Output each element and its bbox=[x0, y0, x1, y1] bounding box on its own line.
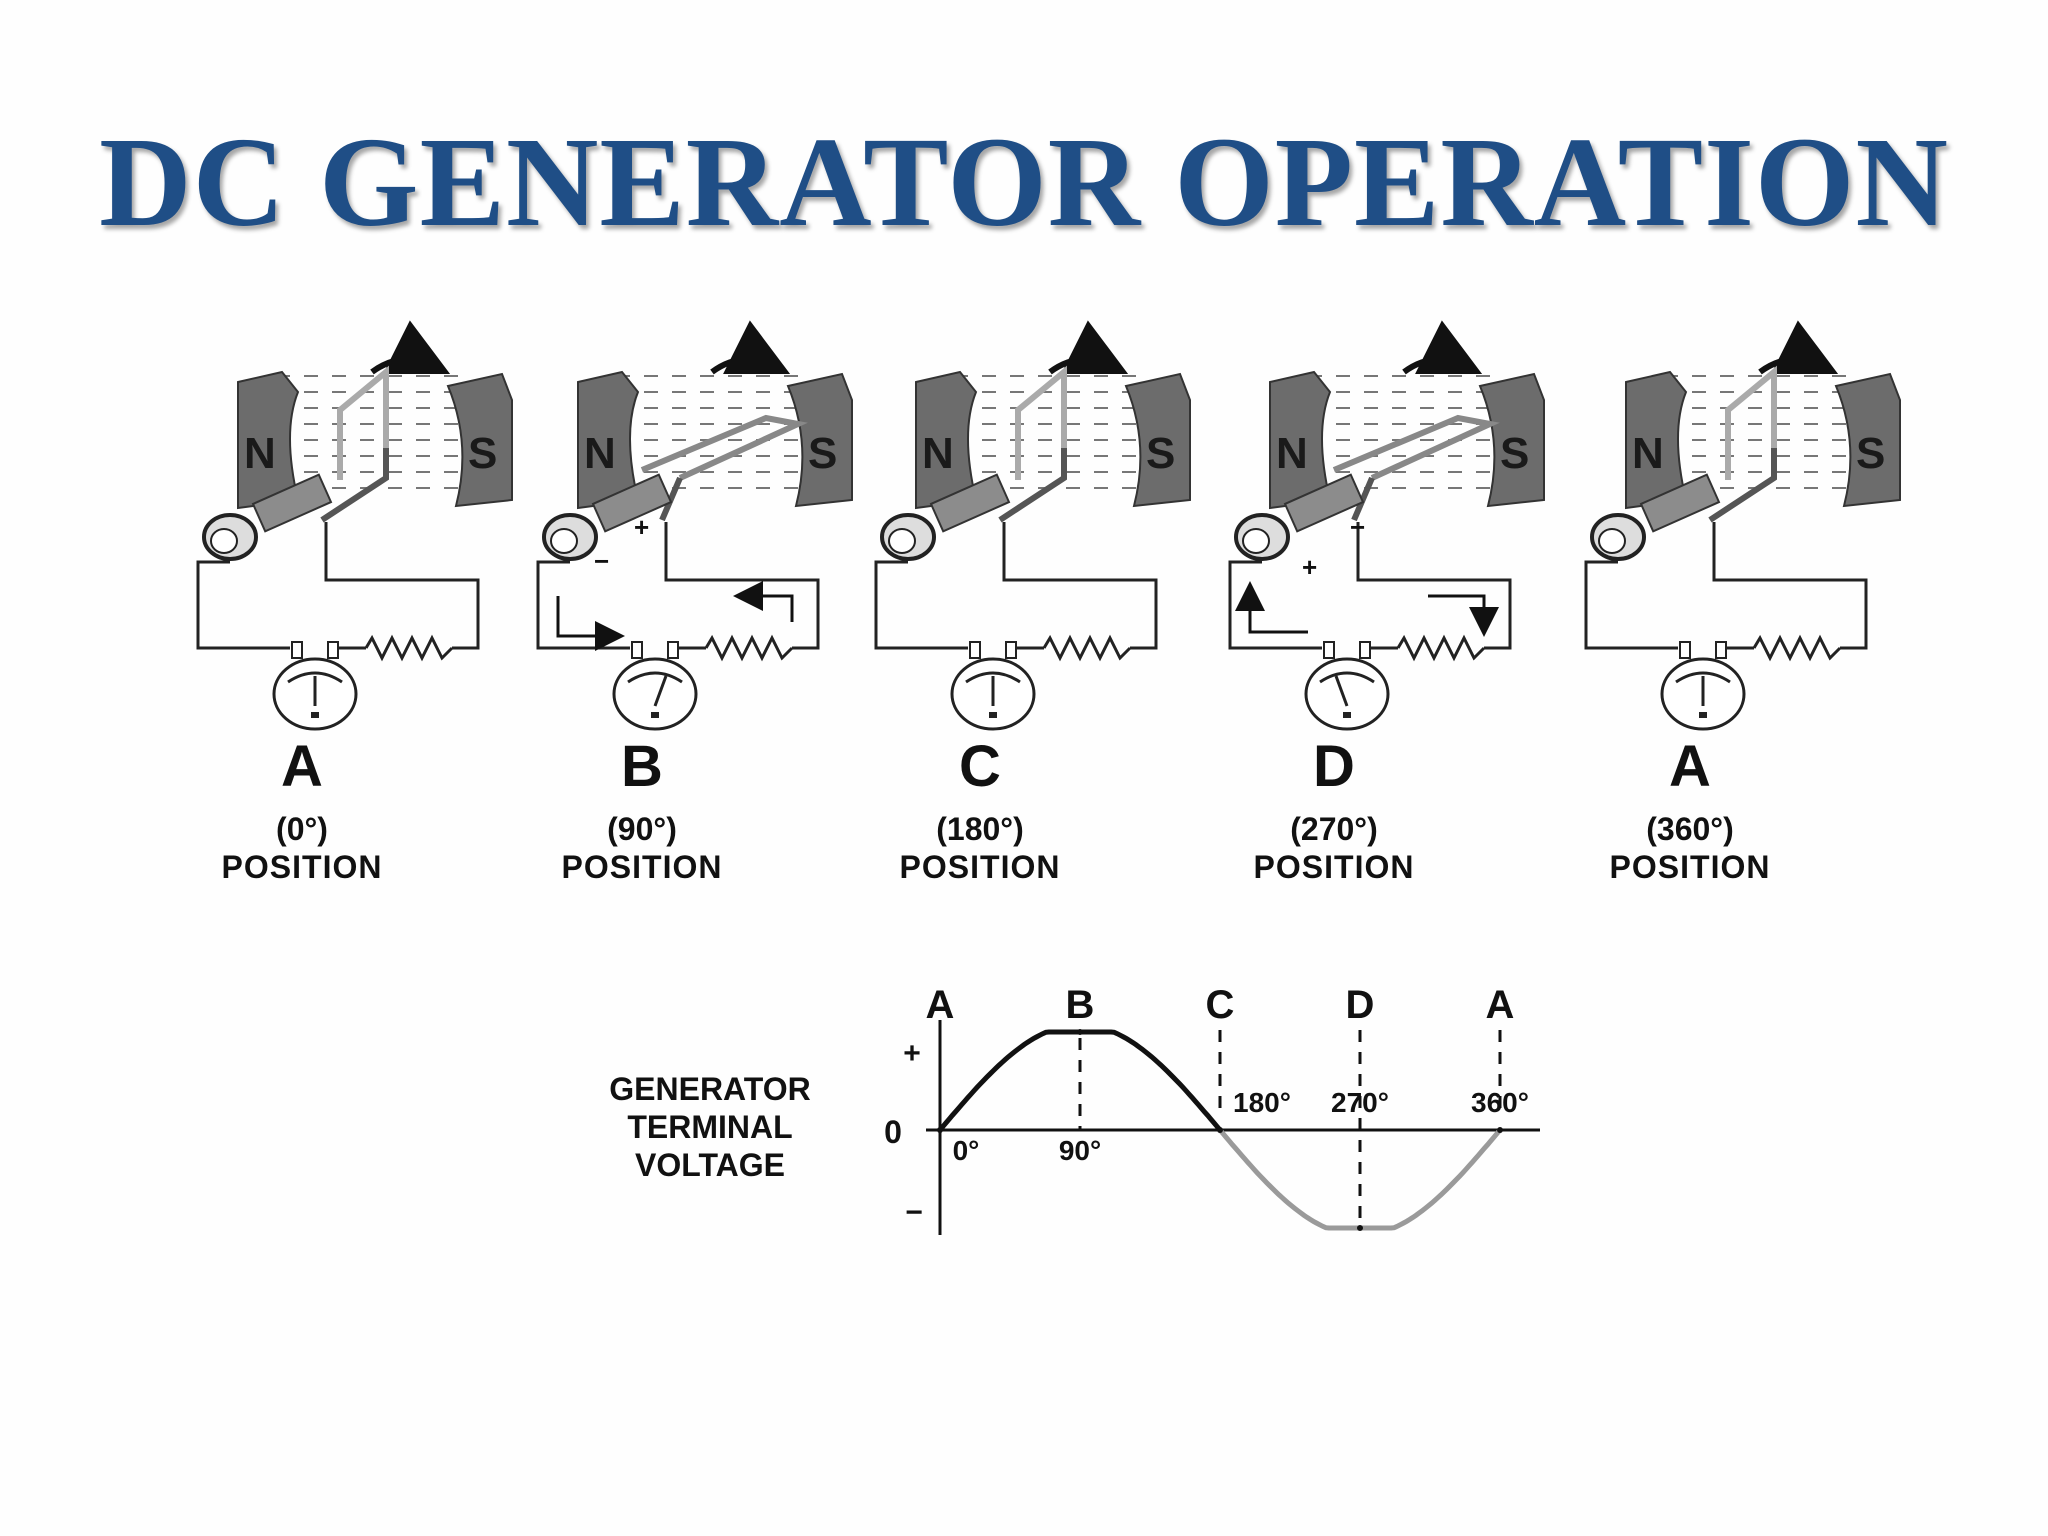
south-pole-magnet bbox=[1478, 372, 1545, 508]
voltage-data-point bbox=[1497, 1127, 1503, 1133]
voltmeter-icon bbox=[1304, 641, 1390, 731]
north-pole-label: N bbox=[1632, 429, 1664, 478]
position-letter: B bbox=[621, 734, 663, 799]
graph-angle-label: 0° bbox=[953, 1135, 980, 1166]
position-letter: D bbox=[1313, 734, 1355, 799]
resistor-icon bbox=[1042, 634, 1132, 662]
position-angle: (90°) bbox=[607, 811, 677, 847]
generator-panel-5: N S A (360°)POSITION bbox=[1584, 320, 1901, 885]
south-pole-magnet bbox=[1124, 372, 1191, 508]
external-circuit bbox=[1584, 522, 1868, 650]
slide-title: DC GENERATOR OPERATION bbox=[99, 111, 1949, 253]
armature-loop bbox=[1725, 365, 1777, 480]
armature-loop bbox=[1015, 365, 1067, 480]
current-arrow-icon bbox=[733, 581, 794, 622]
resistor-icon bbox=[1396, 634, 1486, 662]
magnetic-field bbox=[1658, 375, 1848, 495]
graph-angle-label: 360° bbox=[1471, 1087, 1529, 1118]
voltmeter-icon bbox=[1660, 641, 1746, 731]
external-circuit bbox=[1228, 522, 1512, 650]
magnetic-field bbox=[948, 375, 1138, 495]
south-pole-magnet bbox=[1834, 372, 1901, 508]
plus-sign: + bbox=[634, 512, 649, 542]
rotation-arrow-icon bbox=[1758, 320, 1839, 375]
voltage-data-point bbox=[1077, 1029, 1083, 1035]
rotation-arrow-icon bbox=[370, 320, 451, 375]
generator-panel-1: N S A (0°)POSITION bbox=[196, 320, 513, 885]
rotation-arrow-icon bbox=[1402, 320, 1483, 375]
resistor-icon bbox=[1752, 634, 1842, 662]
graph-angle-label: 180° bbox=[1233, 1087, 1291, 1118]
south-pole-label: S bbox=[1500, 429, 1529, 478]
voltage-data-point bbox=[937, 1127, 943, 1133]
south-pole-label: S bbox=[468, 429, 497, 478]
graph-position-letter: B bbox=[1066, 983, 1095, 1027]
shaft bbox=[251, 473, 333, 533]
north-pole-label: N bbox=[244, 429, 276, 478]
voltmeter-icon bbox=[950, 641, 1036, 731]
position-label: POSITION bbox=[900, 849, 1061, 885]
position-label: POSITION bbox=[1610, 849, 1771, 885]
voltage-data-point bbox=[1217, 1127, 1223, 1133]
south-pole-label: S bbox=[1856, 429, 1885, 478]
shaft bbox=[929, 473, 1011, 533]
armature-loop bbox=[1332, 414, 1500, 481]
resistor-icon bbox=[704, 634, 794, 662]
graph-position-letter: D bbox=[1346, 983, 1375, 1027]
graph-angle-label: 90° bbox=[1059, 1135, 1101, 1166]
position-label: POSITION bbox=[1254, 849, 1415, 885]
graph-ylabel-line: GENERATOR bbox=[609, 1071, 811, 1107]
external-circuit bbox=[536, 522, 820, 650]
graph-position-letter: A bbox=[926, 983, 955, 1027]
position-angle: (0°) bbox=[276, 811, 328, 847]
position-angle: (180°) bbox=[936, 811, 1024, 847]
graph-angle-label: 270° bbox=[1331, 1087, 1389, 1118]
current-arrow-icon bbox=[1428, 594, 1499, 637]
armature-loop bbox=[337, 365, 389, 480]
generator-panel-4: N S + − D (270°)POSITION bbox=[1228, 320, 1545, 885]
position-label: POSITION bbox=[222, 849, 383, 885]
resistor-icon bbox=[364, 634, 454, 662]
minus-sign: − bbox=[594, 546, 609, 576]
position-letter: A bbox=[281, 734, 323, 799]
generator-panel-3: N S C (180°)POSITION bbox=[874, 320, 1191, 885]
south-pole-label: S bbox=[808, 429, 837, 478]
north-pole-label: N bbox=[584, 429, 616, 478]
external-circuit bbox=[196, 522, 480, 650]
plus-sign: + bbox=[1302, 552, 1317, 582]
y-positive-sign: + bbox=[903, 1037, 921, 1070]
shaft bbox=[1639, 473, 1721, 533]
position-angle: (270°) bbox=[1290, 811, 1378, 847]
generator-panel-2: N S +− B (90°)POSITION bbox=[536, 320, 853, 885]
external-circuit bbox=[874, 522, 1158, 650]
graph-ylabel-line: TERMINAL bbox=[627, 1109, 792, 1145]
graph-position-letter: A bbox=[1486, 983, 1515, 1027]
voltmeter-icon bbox=[272, 641, 358, 731]
current-arrow-icon bbox=[1235, 581, 1308, 634]
shaft bbox=[591, 473, 673, 533]
north-pole-label: N bbox=[1276, 429, 1308, 478]
south-pole-magnet bbox=[446, 372, 513, 508]
north-pole-label: N bbox=[922, 429, 954, 478]
magnetic-field bbox=[270, 375, 460, 495]
south-pole-magnet bbox=[786, 372, 853, 508]
current-arrow-icon bbox=[556, 596, 625, 651]
minus-sign: − bbox=[1350, 512, 1365, 542]
south-pole-label: S bbox=[1146, 429, 1175, 478]
rotation-arrow-icon bbox=[710, 320, 791, 375]
position-angle: (360°) bbox=[1646, 811, 1734, 847]
position-letter: A bbox=[1669, 734, 1711, 799]
rotation-arrow-icon bbox=[1048, 320, 1129, 375]
graph-ylabel-line: VOLTAGE bbox=[635, 1147, 785, 1183]
position-letter: C bbox=[959, 734, 1001, 799]
position-label: POSITION bbox=[562, 849, 723, 885]
shaft bbox=[1283, 473, 1365, 533]
voltmeter-icon bbox=[612, 641, 698, 731]
graph-position-letter: C bbox=[1206, 983, 1235, 1027]
y-negative-sign: − bbox=[905, 1196, 923, 1229]
armature-loop bbox=[640, 414, 808, 481]
y-zero-label: 0 bbox=[884, 1114, 902, 1150]
voltage-data-point bbox=[1357, 1225, 1363, 1231]
